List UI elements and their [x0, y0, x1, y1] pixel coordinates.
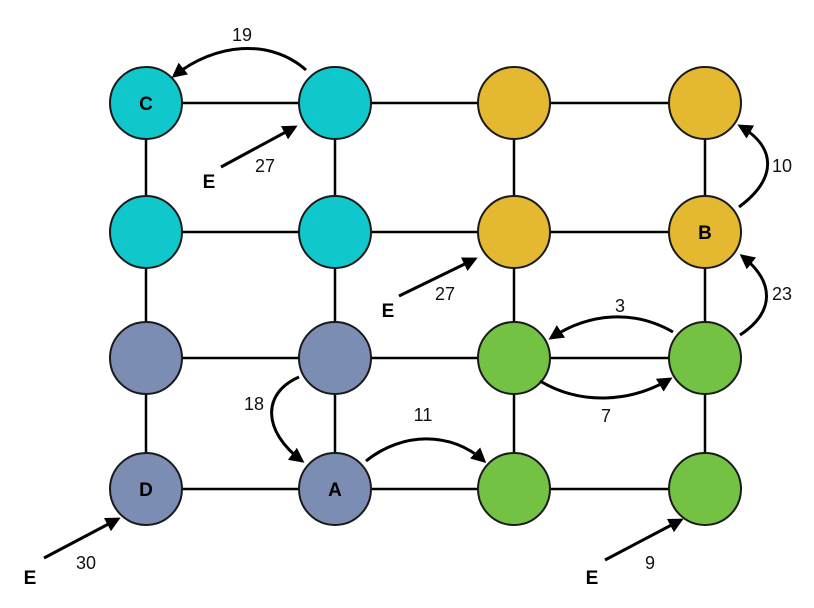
entry-arrow-4	[604, 518, 684, 562]
svg-text:D: D	[139, 480, 153, 501]
grid-nodes: C B D A	[109, 66, 742, 526]
node-r1c0	[109, 195, 183, 269]
arc-label-3: 3	[615, 296, 625, 316]
node-r2c1	[298, 321, 372, 395]
node-r3c0: D	[109, 452, 183, 526]
node-r2c3	[668, 321, 742, 395]
node-r0c2	[477, 66, 551, 140]
entry-value-2: 27	[435, 284, 455, 304]
arc-label-10: 10	[772, 156, 792, 176]
node-r2c2	[477, 321, 551, 395]
arc-label-7: 7	[601, 406, 611, 426]
arrow-10	[737, 124, 770, 209]
arrow-18	[270, 375, 305, 463]
arrow-11	[365, 437, 487, 464]
node-r3c3	[668, 452, 742, 526]
node-r0c1	[298, 66, 372, 140]
node-r1c3: B	[668, 195, 742, 269]
entry-arrows: E 27 E 27 E 30 E 9	[24, 125, 684, 589]
node-r1c2	[477, 195, 551, 269]
arc-label-23: 23	[772, 284, 792, 304]
arc-label-18: 18	[244, 394, 264, 414]
node-r2c0	[109, 321, 183, 395]
entry-value-1: 27	[255, 156, 275, 176]
node-r0c0: C	[109, 66, 183, 140]
entry-arrow-1	[220, 125, 298, 169]
entry-value-3: 30	[76, 553, 96, 573]
transfer-arrows: 19 10 23 3 7 18 11	[171, 25, 792, 464]
node-r0c3	[668, 66, 742, 140]
node-r3c2	[477, 452, 551, 526]
entry-label-3: E	[24, 568, 37, 589]
entry-value-4: 9	[645, 553, 655, 573]
node-r3c1: A	[298, 452, 372, 526]
arrow-23	[739, 254, 768, 337]
entry-label-4: E	[586, 568, 599, 589]
node-r1c1	[298, 195, 372, 269]
arrow-3	[548, 315, 674, 340]
entry-arrow-3	[43, 517, 121, 560]
svg-text:A: A	[328, 480, 342, 501]
arc-label-11: 11	[414, 405, 433, 425]
svg-text:B: B	[698, 223, 712, 244]
arc-label-19: 19	[232, 25, 252, 45]
svg-text:C: C	[139, 94, 153, 115]
arrow-7	[539, 377, 673, 400]
entry-label-1: E	[203, 172, 216, 193]
entry-label-2: E	[382, 301, 395, 322]
entry-arrow-2	[398, 257, 478, 298]
arrow-19	[171, 46, 307, 78]
